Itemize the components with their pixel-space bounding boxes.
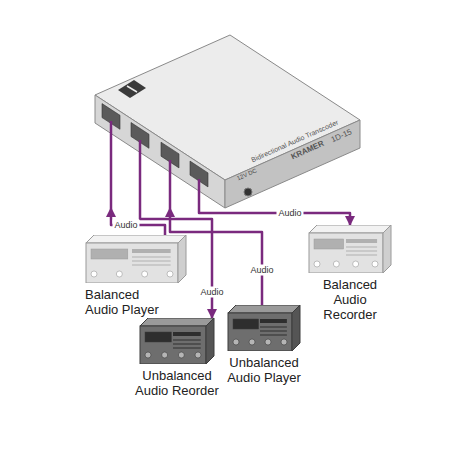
audio-device: Unbalanced Audio Reorder [132,318,222,398]
signal-label: Audio [248,265,275,276]
device-side [206,318,214,364]
device-vent [346,247,377,248]
device-knob [249,339,255,345]
device-label: Balanced Audio Player [85,287,173,317]
device-top [140,318,214,326]
housing-front [95,95,225,208]
cable-stub [139,140,142,208]
device-slot [132,249,171,253]
device-knob [116,271,122,277]
audio-device: Balanced Audio Recorder [308,225,392,322]
device-label: Unbalanced Audio Reorder [131,368,223,398]
device-top [309,225,391,233]
device-knob [167,271,173,277]
device-front [309,233,383,273]
device-display [314,239,344,249]
signal-label: Audio [276,208,303,219]
device-knob [195,352,201,358]
device-display [145,332,171,342]
device-vent [173,348,201,349]
audio-cable [170,208,262,305]
device-vent [346,251,377,252]
device-vent [132,265,171,266]
model-marking: 1D-15 [330,128,353,144]
cable-stub [169,160,172,208]
device-front [140,326,206,364]
cable-stub [198,179,201,208]
device-picture [132,318,222,364]
device-picture [308,225,392,273]
device-knob [142,271,148,277]
device-picture [224,305,304,351]
device-top [86,235,186,243]
device-slot [260,319,287,323]
device-vent [260,331,287,332]
device-knob [281,339,287,345]
transcoder-box: Bidirectional Audio TranscoderKRAMER1D-1… [95,35,360,208]
device-knob [145,352,151,358]
audio-device: Unbalanced Audio Player [224,305,304,385]
device-knob [372,261,378,267]
device-knob [314,261,320,267]
device-label: Balanced Audio Recorder [318,277,382,322]
device-side [292,305,300,351]
device-picture [82,235,197,283]
signal-label: Audio [112,220,139,231]
device-illustration [309,225,391,273]
device-vent [132,257,171,258]
device-side [383,225,391,273]
cable-stub [110,121,113,208]
device-vent [260,335,287,336]
device-front [228,313,292,351]
device-display [233,319,259,329]
device-vent [173,340,201,341]
device-knob [91,271,97,277]
dc-jack [244,188,252,196]
signal-label: Audio [198,287,225,298]
device-knob [265,339,271,345]
audio-device: Balanced Audio Player [82,235,197,317]
housing-side [225,120,360,208]
device-illustration [228,305,300,351]
device-label: Unbalanced Audio Player [224,355,304,385]
device-knob [353,261,359,267]
device-knob [233,339,239,345]
device-display [91,249,128,259]
device-knob [178,352,184,358]
device-illustration [86,235,186,283]
device-vent [260,327,287,328]
device-side [178,235,186,283]
logo-mark [127,86,137,92]
device-vent [173,344,201,345]
audio-cable [199,208,350,225]
device-vent [346,255,377,256]
device-knob [333,261,339,267]
device-vent [132,261,171,262]
device-knob [162,352,168,358]
device-front [86,243,178,283]
device-top [228,305,300,313]
audio-cable [111,208,165,235]
brand-logo [118,80,146,98]
device-slot [173,332,201,336]
device-illustration [140,318,214,364]
device-slot [346,239,377,243]
